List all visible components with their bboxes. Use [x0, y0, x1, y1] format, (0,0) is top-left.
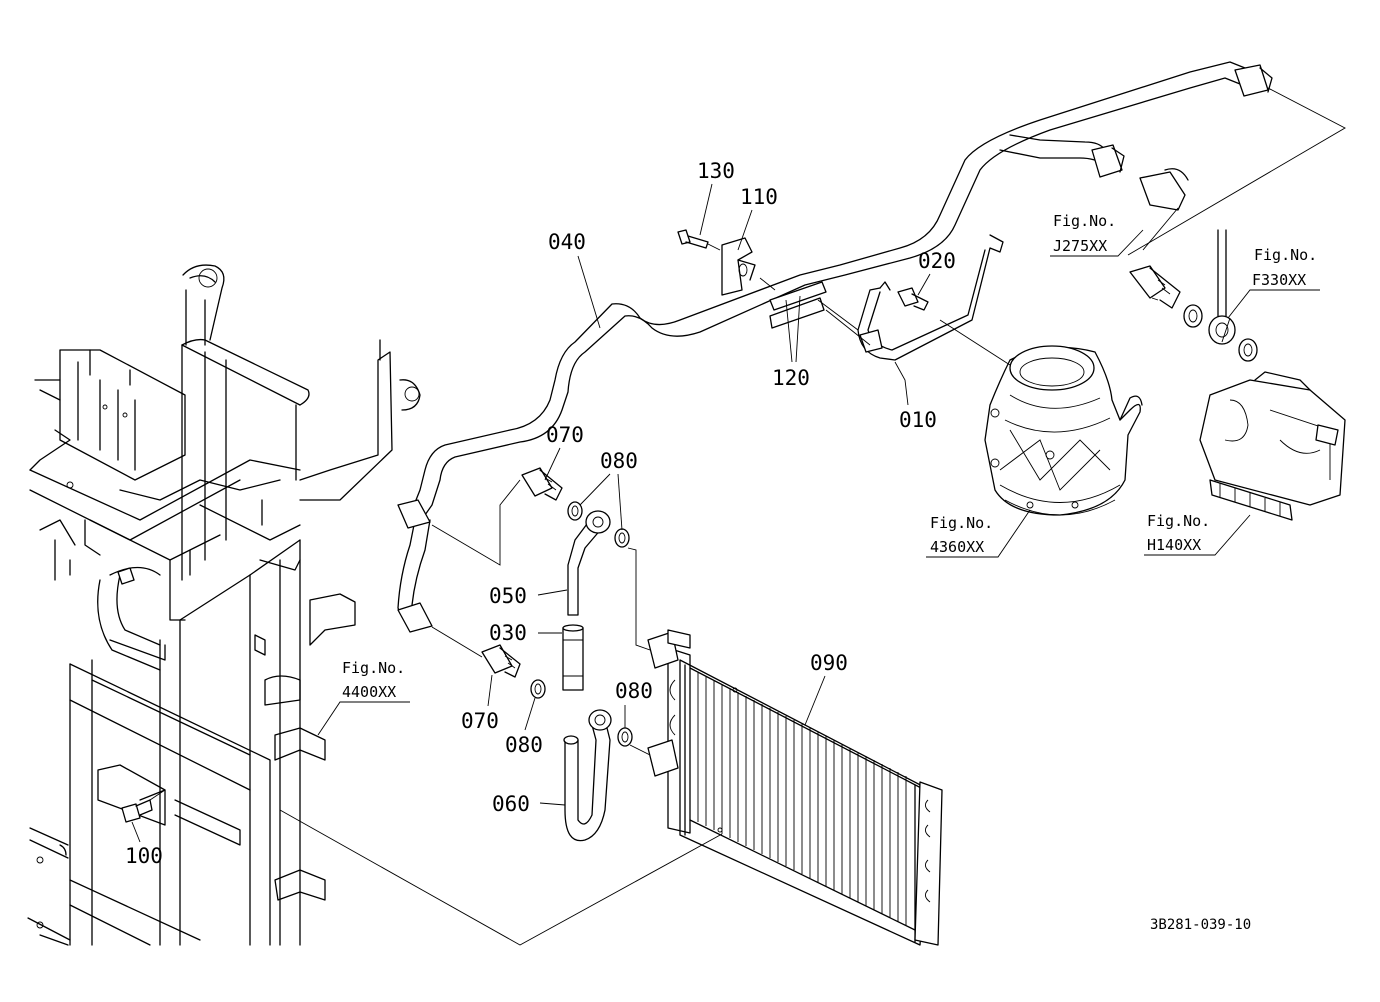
h140-unit — [1199, 371, 1346, 521]
pressure-switch-parts — [1129, 229, 1258, 362]
part-label-030: 030 — [489, 621, 527, 645]
fig-ref-f330-number: F330XX — [1252, 271, 1306, 289]
figure-references: Fig.No. J275XX Fig.No. F330XX Fig.No. 43… — [317, 212, 1320, 736]
part-labels: 010 020 030 040 050 060 070 070 080 080 … — [125, 159, 956, 868]
part-label-110: 110 — [740, 185, 778, 209]
frame-structure — [27, 264, 421, 946]
condenser-090 — [647, 629, 943, 946]
part-label-050: 050 — [489, 584, 527, 608]
fig-ref-f330-title: Fig.No. — [1254, 246, 1317, 264]
hose-060 — [563, 709, 612, 842]
fig-ref-4360-title: Fig.No. — [930, 514, 993, 532]
fig-ref-j275-title: Fig.No. — [1053, 212, 1116, 230]
part-label-090: 090 — [810, 651, 848, 675]
part-label-010: 010 — [899, 408, 937, 432]
part-label-060: 060 — [492, 792, 530, 816]
part-label-070-lower: 070 — [461, 709, 499, 733]
part-label-070-upper: 070 — [546, 423, 584, 447]
fig-ref-h140-number: H140XX — [1147, 536, 1201, 554]
fig-ref-4400-title: Fig.No. — [342, 659, 405, 677]
fig-ref-4360-number: 4360XX — [930, 538, 984, 556]
pipe-assembly-040 — [397, 61, 1273, 633]
part-label-130: 130 — [697, 159, 735, 183]
fig-ref-j275-number: J275XX — [1053, 237, 1107, 255]
part-label-020: 020 — [918, 249, 956, 273]
bolt-020 — [897, 287, 929, 311]
part-label-100: 100 — [125, 844, 163, 868]
fitting-100 — [121, 799, 153, 823]
fig-ref-4400-number: 4400XX — [342, 683, 396, 701]
bracket-110 — [721, 237, 756, 296]
part-label-080-lower-right: 080 — [615, 679, 653, 703]
leader-lines — [149, 87, 1346, 946]
part-label-080-upper: 080 — [600, 449, 638, 473]
bolt-130 — [677, 229, 709, 249]
part-label-040: 040 — [548, 230, 586, 254]
frame-fitting — [117, 567, 135, 585]
fig-ref-h140-title: Fig.No. — [1147, 512, 1210, 530]
hose-050 — [567, 510, 611, 616]
bracket-010 — [857, 234, 1004, 361]
drawing-code: 3B281-039-10 — [1150, 917, 1251, 933]
part-label-080-lower-left: 080 — [505, 733, 543, 757]
fitting-070-lower — [481, 644, 521, 678]
compressor-unit — [984, 345, 1143, 516]
o-rings-080 — [530, 501, 633, 747]
connector-030 — [562, 624, 584, 691]
fitting-070-upper — [521, 467, 563, 501]
part-label-120: 120 — [772, 366, 810, 390]
